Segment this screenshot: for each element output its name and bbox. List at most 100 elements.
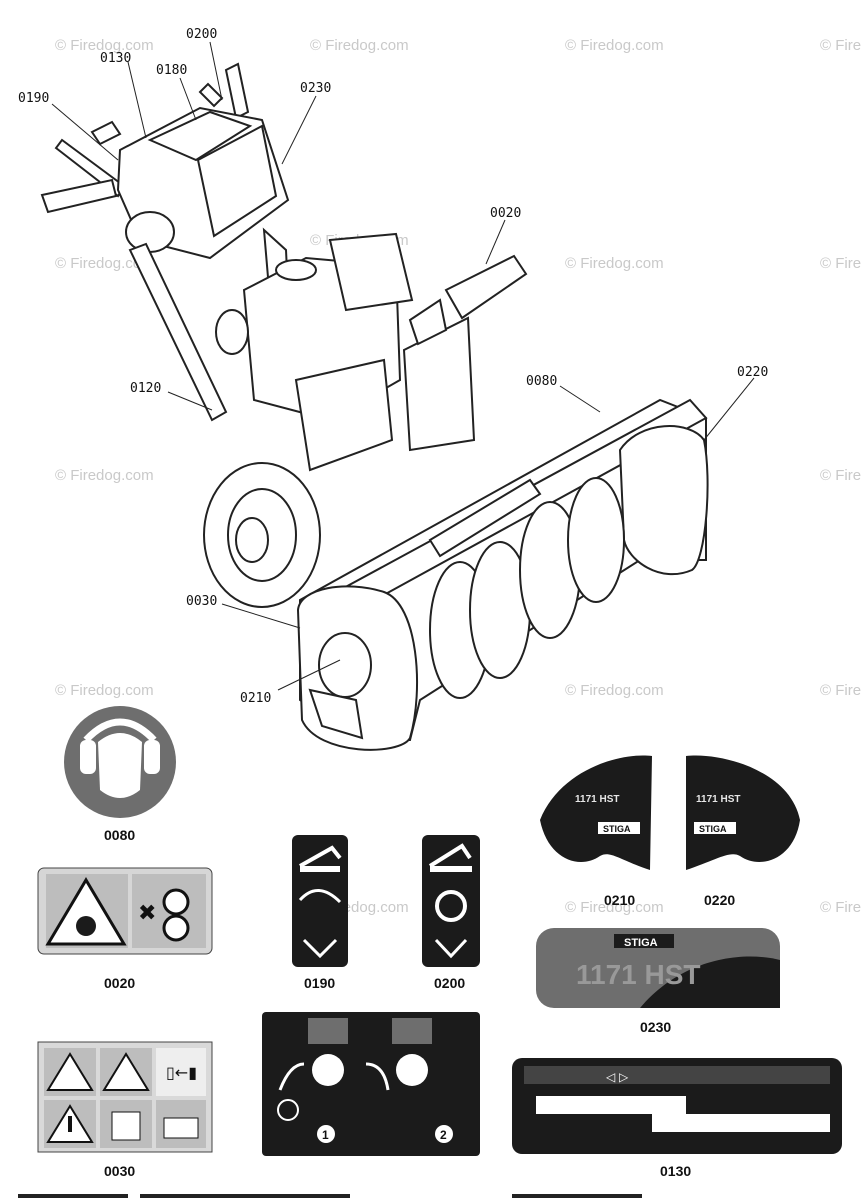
control-lever — [90, 120, 122, 146]
caption-0020: 0020 — [104, 975, 135, 991]
handle-lock — [198, 82, 224, 108]
caption-0190: 0190 — [304, 975, 335, 991]
callout-0180: 0180 — [156, 63, 187, 78]
lever-icon — [428, 843, 472, 868]
watermark: © Firedog.com — [565, 37, 664, 54]
watermark: © Firedog.com — [565, 682, 664, 699]
decal-0220-brand: STIGA — [699, 824, 727, 834]
decal-0230: STIGA 1171 HST — [536, 928, 780, 1008]
impeller-icon — [162, 914, 190, 942]
watermark: © Firedog.com — [565, 255, 664, 272]
decal-0230-swoosh — [640, 956, 780, 1008]
cropped-text-bar — [140, 1194, 350, 1198]
head-silhouette — [98, 733, 142, 798]
impeller-icon — [162, 888, 190, 916]
leader-0220 — [703, 377, 755, 441]
decal-controls: 1 2 — [262, 1012, 480, 1156]
decal-0220: 1171 HST STIGA — [686, 755, 800, 870]
key-icon — [163, 1117, 199, 1139]
ear-cup-right — [144, 740, 160, 774]
warning-triangle-icon — [45, 877, 127, 946]
leader-0200 — [209, 41, 223, 101]
engine-base — [294, 358, 394, 472]
no-hands-icon: ✖ — [138, 901, 156, 926]
exclamation-icon — [68, 1116, 72, 1132]
engine-cage — [328, 232, 414, 312]
leader-0180 — [179, 77, 197, 121]
leader-0210 — [277, 659, 341, 691]
distance-icon: ▯←▮ — [166, 1063, 197, 1082]
watermark: © Firedog.com — [55, 682, 154, 699]
leader-0080 — [559, 385, 601, 413]
step-2-label: 2 — [440, 1128, 447, 1142]
decal-0220-brand-box — [694, 822, 736, 834]
bar-icon — [300, 866, 340, 872]
leader-0020 — [485, 219, 506, 265]
watermark: © Firedog.com — [820, 255, 861, 272]
callout-0220: 0220 — [737, 365, 768, 380]
caption-0130: 0130 — [660, 1163, 691, 1179]
decal-0130: ◁ ▷ — [512, 1058, 842, 1154]
decal-0220-model: 1171 HST — [696, 794, 740, 805]
callout-0030: 0030 — [186, 594, 217, 609]
chute-icon — [392, 1018, 432, 1044]
direction-icon: ◁ ▷ — [605, 1070, 629, 1084]
caption-0220: 0220 — [704, 892, 735, 908]
wheel-icon — [435, 890, 467, 922]
rotate-arrow-icon — [365, 1062, 390, 1091]
callout-0190: 0190 — [18, 91, 49, 106]
leader-0030 — [221, 603, 301, 629]
warning-triangle-icon — [102, 1052, 150, 1091]
left-frame-tube — [128, 242, 228, 422]
console-panel — [147, 110, 253, 162]
warning-triangle-icon — [46, 1052, 94, 1091]
console-front — [196, 124, 278, 238]
callout-0130: 0130 — [100, 51, 131, 66]
fuel-cap — [275, 259, 317, 281]
decal-0210-model: 1171 HST — [575, 794, 619, 805]
wheel-hub — [235, 517, 269, 563]
watermark: © Firedog.com — [55, 255, 154, 272]
headband-shape — [83, 718, 157, 743]
headlight — [125, 211, 175, 253]
gear-icon — [277, 1099, 299, 1121]
watermark: © Firedog.com — [820, 37, 861, 54]
auger-shaft — [428, 478, 542, 558]
skid-shoe-bolt — [318, 632, 372, 698]
step-1-label: 1 — [322, 1128, 329, 1142]
handle-icon — [312, 1054, 344, 1086]
watermark: © Firedog.com — [820, 467, 861, 484]
callout-0020: 0020 — [490, 206, 521, 221]
leader-0120 — [167, 391, 213, 411]
snowblower-illustration — [40, 62, 709, 751]
callout-0210: 0210 — [240, 691, 271, 706]
decal-0130-blank — [536, 1096, 686, 1114]
decal-0200 — [422, 835, 480, 967]
rotate-arrow-icon — [278, 1062, 305, 1091]
decal-0210-shape — [540, 755, 652, 870]
decal-0230-brand-box — [614, 934, 674, 948]
auger-icon — [298, 889, 342, 904]
ear-cup-left — [80, 740, 96, 774]
callout-labels: 0200 0130 0180 0190 0230 0020 0120 0080 … — [18, 27, 768, 706]
decal-0030: ▯←▮ — [37, 1041, 213, 1153]
left-grip — [40, 178, 118, 214]
callout-0200: 0200 — [186, 27, 217, 42]
auger-hazard-icon — [76, 916, 96, 936]
caption-0080: 0080 — [104, 827, 135, 843]
decal-0210-brand-box — [598, 822, 640, 834]
decal-0030-cell — [156, 1048, 206, 1096]
decal-0020: ✖ — [37, 867, 213, 955]
right-side-plate — [618, 425, 709, 576]
decal-controls-frame — [262, 1012, 480, 1156]
handle-icon — [396, 1054, 428, 1086]
watermark: © Firedog.com — [310, 37, 409, 54]
decal-0210-brand: STIGA — [603, 824, 631, 834]
watermark: © Firedog.com — [55, 467, 154, 484]
decal-0080 — [64, 706, 176, 818]
decal-0130-icon-strip — [524, 1066, 830, 1084]
leader-0190 — [51, 103, 119, 161]
callout-0120: 0120 — [130, 381, 161, 396]
leader-lines — [51, 41, 755, 691]
